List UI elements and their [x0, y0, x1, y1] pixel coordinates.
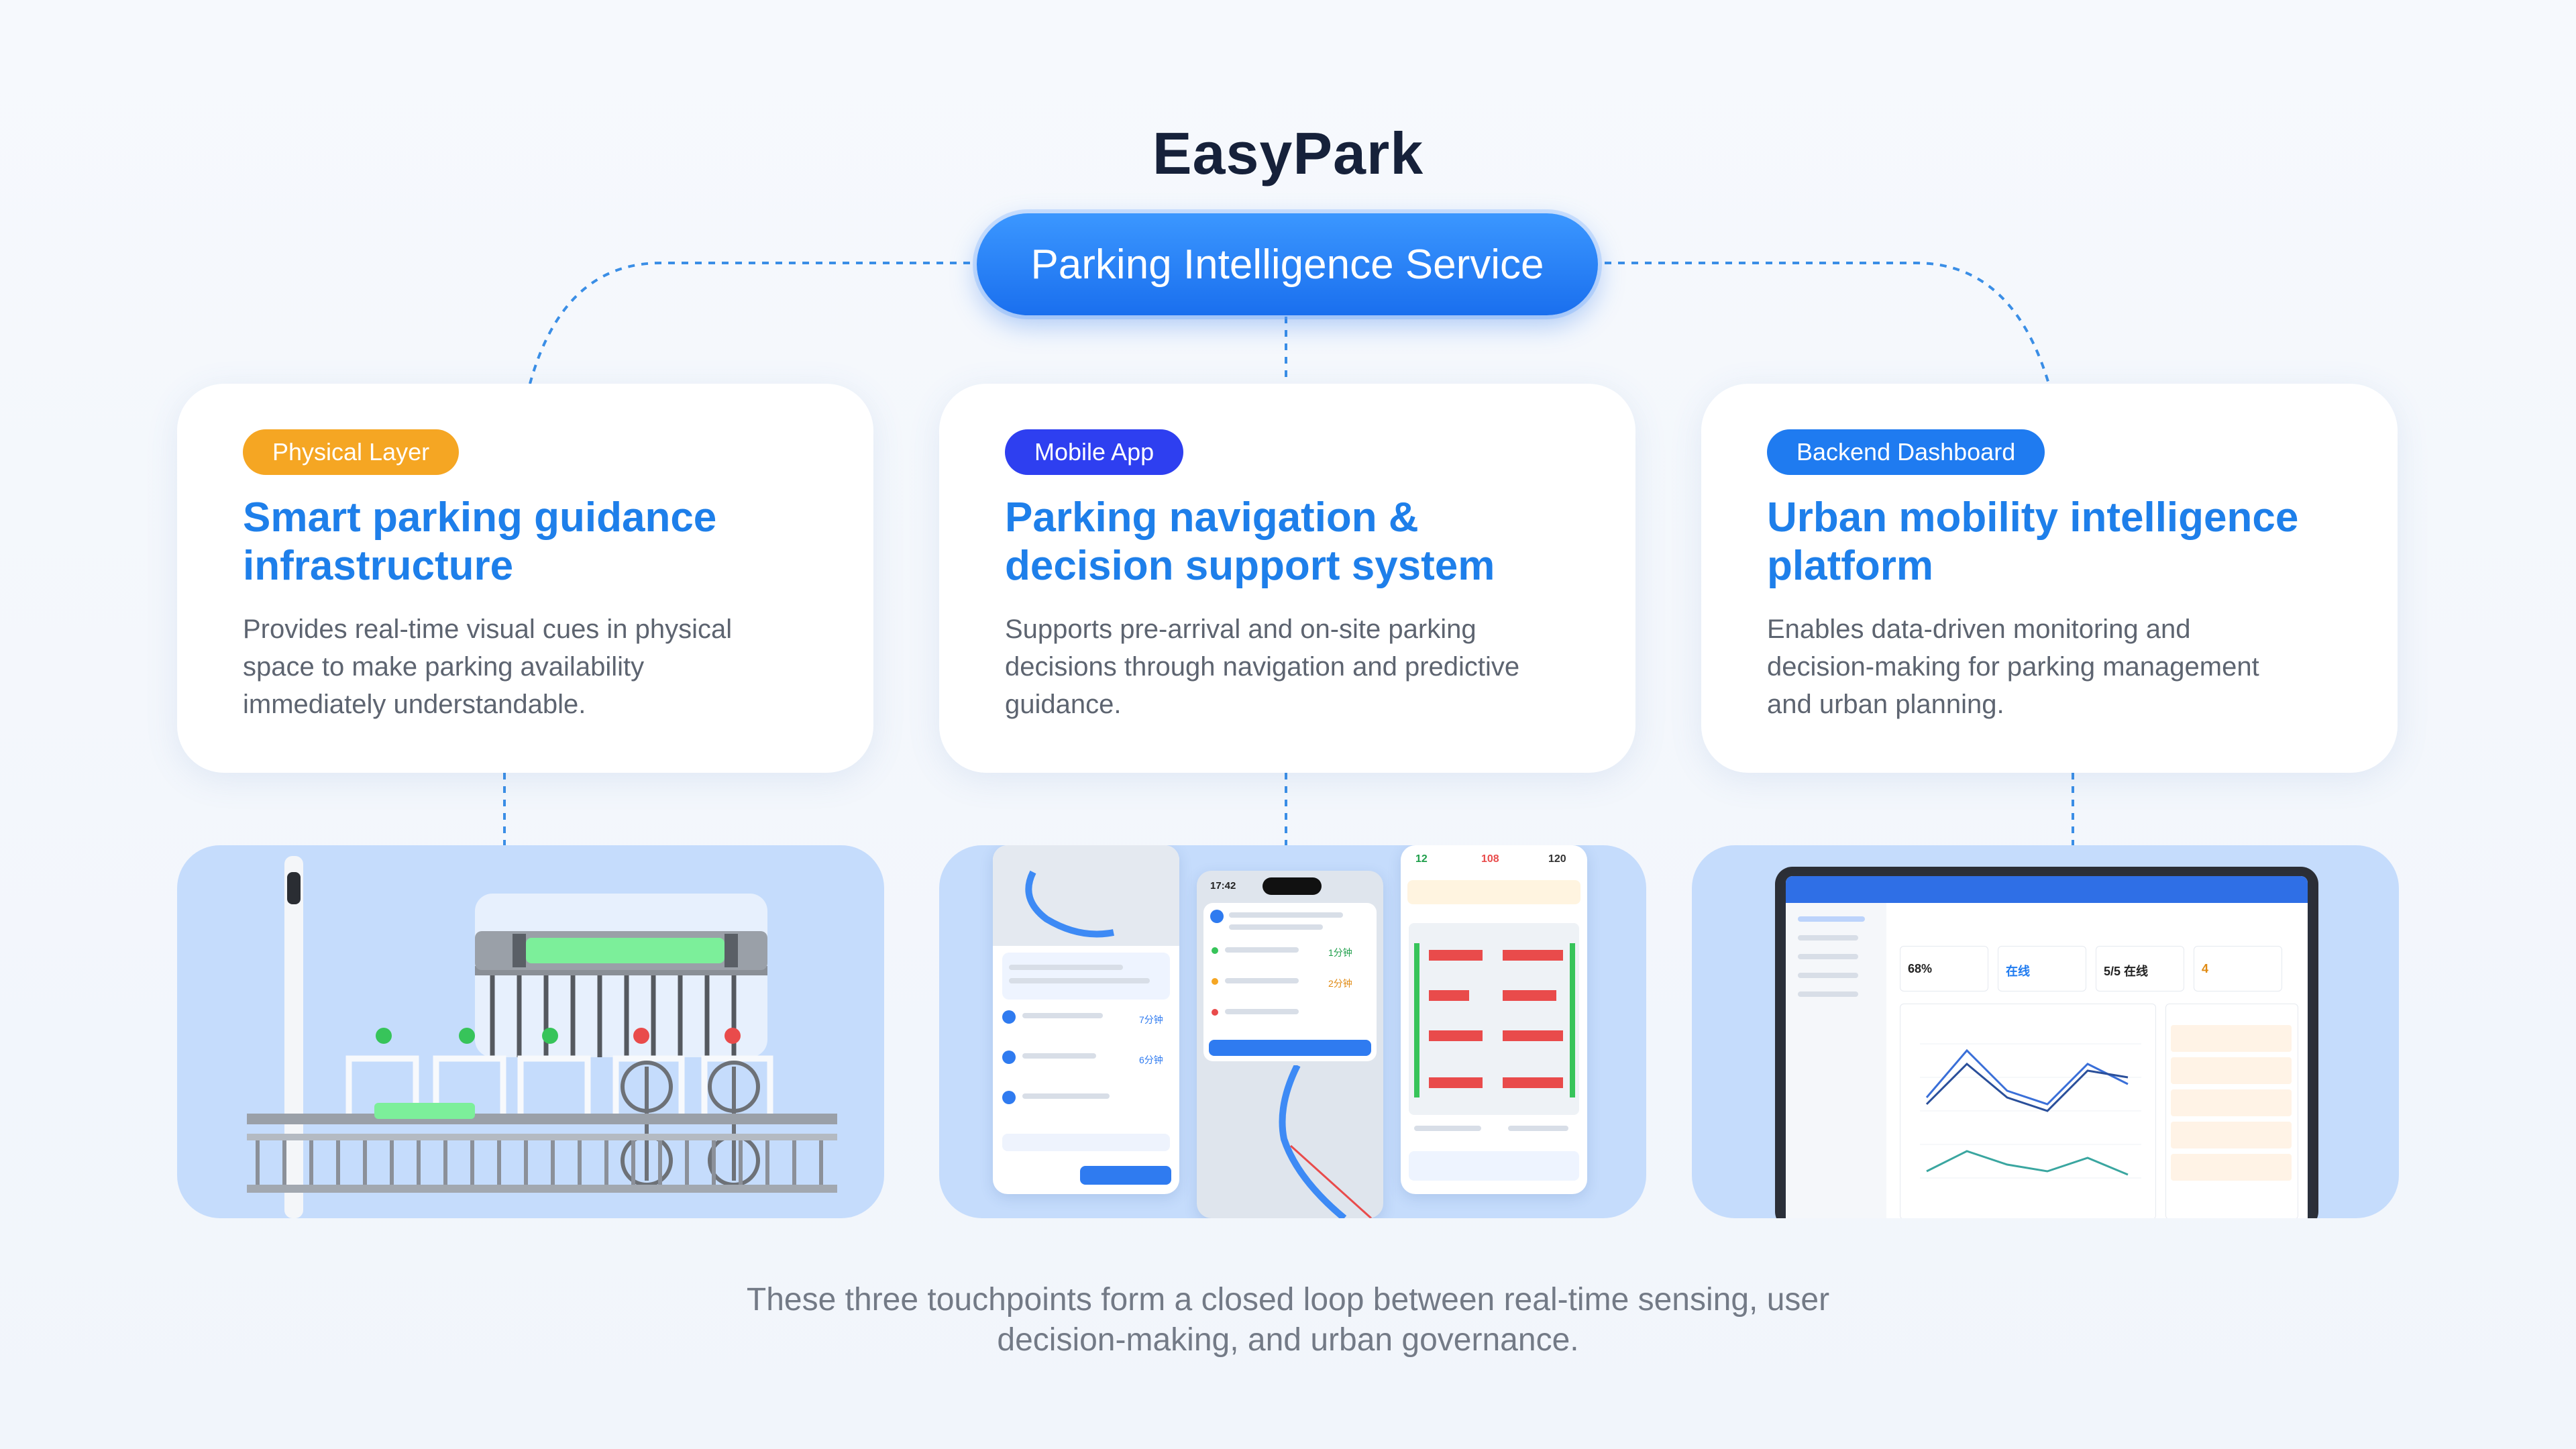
- wait-time: 7分钟: [1139, 1014, 1163, 1025]
- footer-caption: These three touchpoints form a closed lo…: [0, 1280, 2576, 1360]
- wait-time: 6分钟: [1139, 1055, 1163, 1065]
- footer-line: decision-making, and urban governance.: [997, 1322, 1579, 1358]
- occupancy-grid: [1414, 943, 1575, 1097]
- stat-available: 12: [1415, 853, 1428, 865]
- badge-mobile-app: Mobile App: [1005, 429, 1184, 475]
- confirm-lot-button[interactable]: [1209, 1040, 1371, 1056]
- stat-occupied: 108: [1481, 853, 1499, 865]
- panel-mobile-screens: 7分钟 6分钟 17:42 1分钟 2分钟 12 108 120: [939, 845, 1646, 1218]
- badge-backend-dashboard: Backend Dashboard: [1767, 429, 2045, 475]
- desc-line: Provides real-time visual cues in physic…: [243, 614, 733, 644]
- footer-line: These three touchpoints form a closed lo…: [746, 1282, 1830, 1318]
- start-navigation-button[interactable]: [1080, 1166, 1171, 1185]
- badge-physical-layer: Physical Layer: [243, 429, 460, 475]
- occupancy-kpi: 68%: [1908, 962, 1933, 975]
- dashboard-screen: 68% 在线 5/5 在线 4: [1786, 876, 2308, 1218]
- card-mobile-app: Mobile App Parking navigation &decision …: [939, 384, 1635, 773]
- panel-physical-illustration: [177, 845, 884, 1218]
- connector-left: [529, 262, 970, 384]
- card-description: Provides real-time visual cues in physic…: [243, 610, 809, 723]
- dashboard-topbar: [1786, 876, 2308, 903]
- desc-line: and urban planning.: [1767, 690, 2004, 719]
- page-title: EasyPark: [1152, 120, 1424, 186]
- desc-line: decisions through navigation and predict…: [1005, 652, 1520, 682]
- panel-dashboard-screen: 68% 在线 5/5 在线 4: [1692, 845, 2399, 1218]
- card-backend-dashboard: Backend Dashboard Urban mobility intelli…: [1701, 384, 2398, 773]
- dynamic-island: [1263, 877, 1322, 895]
- desc-line: decision-making for parking management: [1767, 652, 2259, 682]
- hub-label: Parking Intelligence Service: [1030, 241, 1544, 288]
- heading-line: decision support system: [1005, 543, 1495, 589]
- card-description: Enables data-driven monitoring and decisi…: [1767, 610, 2333, 723]
- status-kpi: 在线: [2006, 965, 2030, 978]
- availability-icons: [376, 1028, 741, 1044]
- heading-line: Parking navigation &: [1005, 494, 1419, 541]
- card-description: Supports pre-arrival and on-site parking…: [1005, 610, 1571, 723]
- app-screen-phone: 17:42 1分钟 2分钟: [1197, 871, 1383, 1218]
- card-heading: Parking navigation &decision support sys…: [1005, 494, 1571, 590]
- map-route: [1025, 870, 1114, 938]
- heading-line: infrastructure: [243, 543, 514, 589]
- desc-line: immediately understandable.: [243, 690, 586, 719]
- desc-line: Enables data-driven monitoring and: [1767, 614, 2191, 644]
- app-screen-lot-map: 12 108 120: [1401, 845, 1587, 1194]
- map-route: [1279, 1065, 1373, 1218]
- wait-time: 1分钟: [1328, 947, 1352, 958]
- trend-chart: [1920, 1043, 2141, 1179]
- alerts-kpi: 4: [2202, 962, 2209, 975]
- guidance-railing-illustration: [247, 856, 837, 1218]
- app-screen-list: 7分钟 6分钟: [993, 845, 1179, 1194]
- devices-kpi: 5/5 在线: [2104, 965, 2149, 978]
- wait-time: 2分钟: [1328, 978, 1352, 989]
- heading-line: Urban mobility intelligence: [1767, 494, 2299, 541]
- stat-total: 120: [1548, 853, 1566, 865]
- dashboard-sidebar: [1786, 903, 1886, 1218]
- connector-right: [1605, 262, 2050, 384]
- heading-line: Smart parking guidance: [243, 494, 717, 541]
- heading-line: platform: [1767, 543, 1933, 589]
- desc-line: Supports pre-arrival and on-site parking: [1005, 614, 1477, 644]
- status-time: 17:42: [1210, 880, 1236, 892]
- desc-line: space to make parking availability: [243, 652, 645, 682]
- hub-pill: Parking Intelligence Service: [977, 213, 1598, 315]
- desc-line: guidance.: [1005, 690, 1122, 719]
